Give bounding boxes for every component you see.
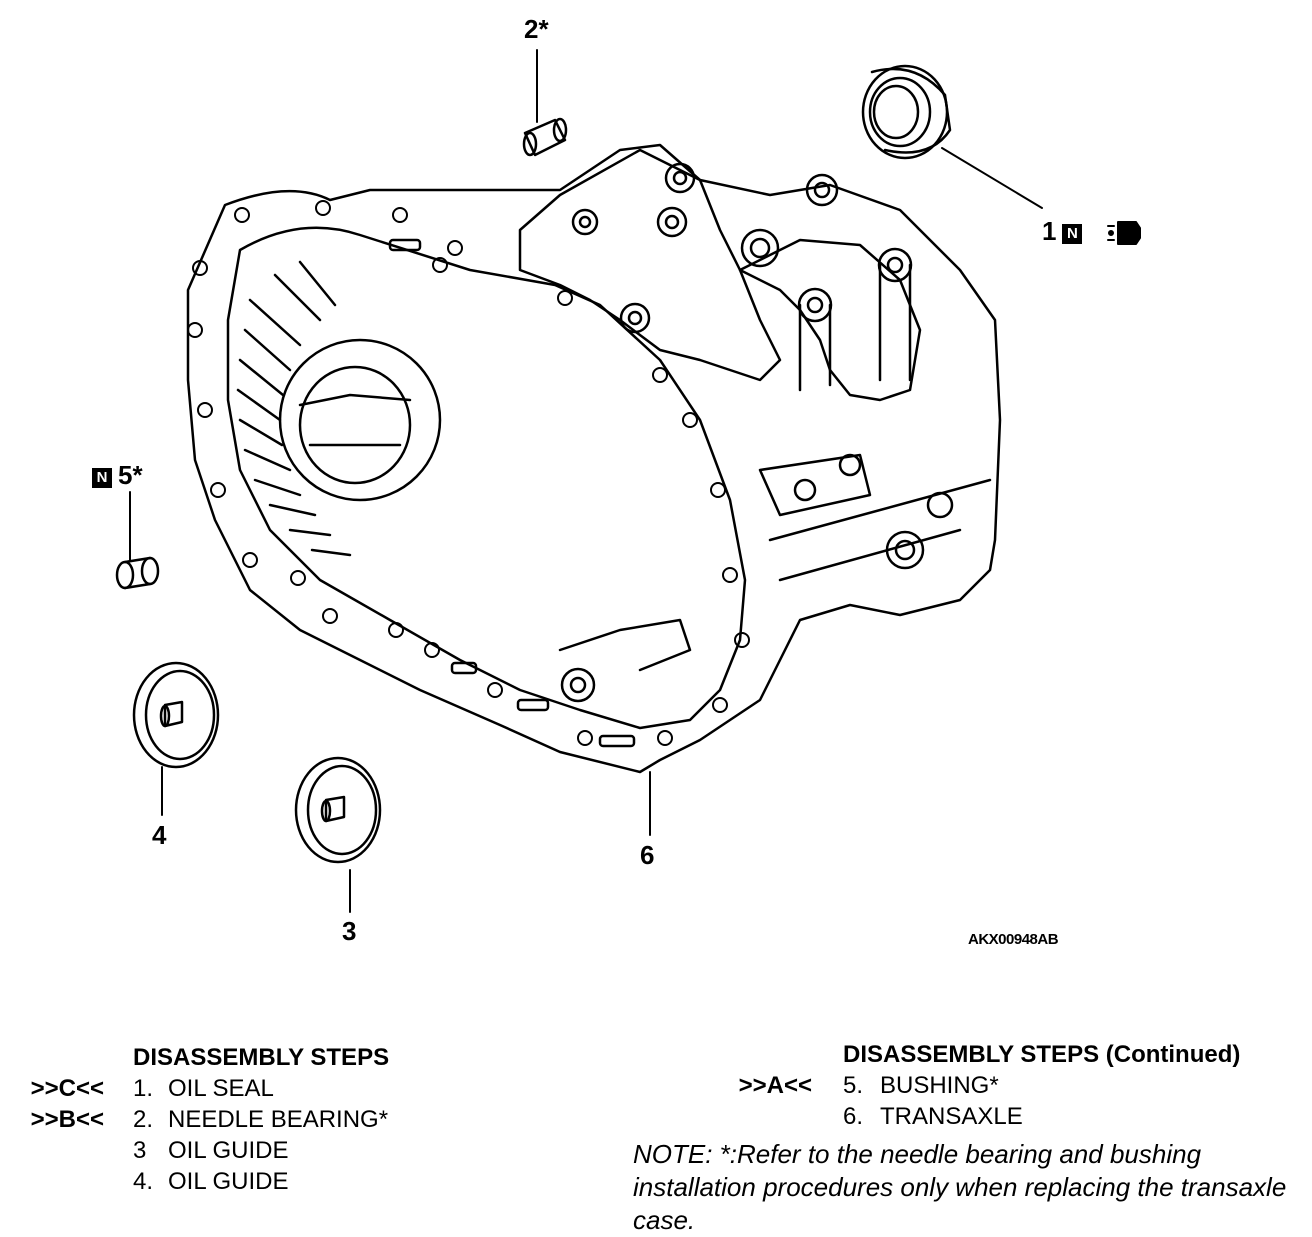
step-tag: >>C<< [30, 1075, 104, 1102]
step-number: 6. [843, 1103, 864, 1130]
reference-code: AKX00948AB [968, 931, 1059, 948]
step-number: 2. [133, 1106, 154, 1133]
steps-left: DISASSEMBLY STEPS >>C<< 1. OIL SEAL >>B<… [0, 1042, 600, 1197]
callout-5-number: 5* [118, 460, 143, 490]
step-number: 3 [133, 1137, 147, 1164]
steps-left-heading: DISASSEMBLY STEPS [133, 1044, 390, 1071]
callout-3: 3 [342, 916, 357, 946]
grease-apply-icon [1107, 221, 1141, 245]
flange-bolt-holes [187, 200, 750, 746]
oil-seal-part [861, 64, 952, 160]
step-tag: >>B<< [30, 1106, 104, 1133]
step-tag: >>A<< [738, 1072, 812, 1099]
bearing-bore-outer [278, 338, 442, 502]
step-number: 5. [843, 1072, 864, 1099]
case-outer-flange [186, 143, 1002, 774]
callout-5: N 5* [92, 462, 143, 488]
leader-lines [129, 49, 1043, 913]
drain-plug [560, 667, 596, 703]
step-label: OIL GUIDE [168, 1168, 289, 1195]
step-row: 3 OIL GUIDE [0, 1135, 600, 1166]
needle-bearing-part [522, 117, 568, 157]
shift-housing [518, 148, 782, 382]
callout-4: 4 [152, 820, 167, 850]
step-label: TRANSAXLE [880, 1103, 1023, 1130]
callout-2: 2* [524, 14, 549, 44]
oil-guide-part-3 [294, 756, 382, 864]
transaxle-case [186, 143, 1002, 774]
step-row: >>B<< 2. NEEDLE BEARING* [0, 1104, 600, 1135]
steps-right: DISASSEMBLY STEPS (Continued) >>A<< 5. B… [700, 1039, 1300, 1132]
bearing-bore-inner [298, 365, 412, 485]
exploded-view-diagram [115, 49, 1141, 913]
step-label: OIL SEAL [168, 1075, 274, 1102]
oil-guide-part-4 [132, 661, 220, 769]
n-badge-5: N [92, 468, 112, 488]
step-label: NEEDLE BEARING* [168, 1106, 389, 1133]
step-row: >>A<< 5. BUSHING* [700, 1070, 1300, 1101]
n-badge-1: N [1062, 224, 1083, 244]
step-row: 6. TRANSAXLE [700, 1101, 1300, 1132]
installation-note: NOTE: *:Refer to the needle bearing and … [633, 1139, 1287, 1235]
case-ribs [236, 260, 352, 557]
step-number: 4. [133, 1168, 154, 1195]
step-row: >>C<< 1. OIL SEAL [0, 1073, 600, 1104]
bushing-part [115, 556, 160, 590]
steps-right-heading: DISASSEMBLY STEPS (Continued) [843, 1041, 1241, 1068]
step-number: 1. [133, 1075, 154, 1102]
callout-1-number: 1 [1042, 216, 1057, 246]
step-label: BUSHING* [880, 1072, 999, 1099]
step-label: OIL GUIDE [168, 1137, 289, 1164]
step-row: 4. OIL GUIDE [0, 1166, 600, 1197]
callout-6: 6 [640, 840, 655, 870]
case-inner-flange [226, 226, 747, 730]
